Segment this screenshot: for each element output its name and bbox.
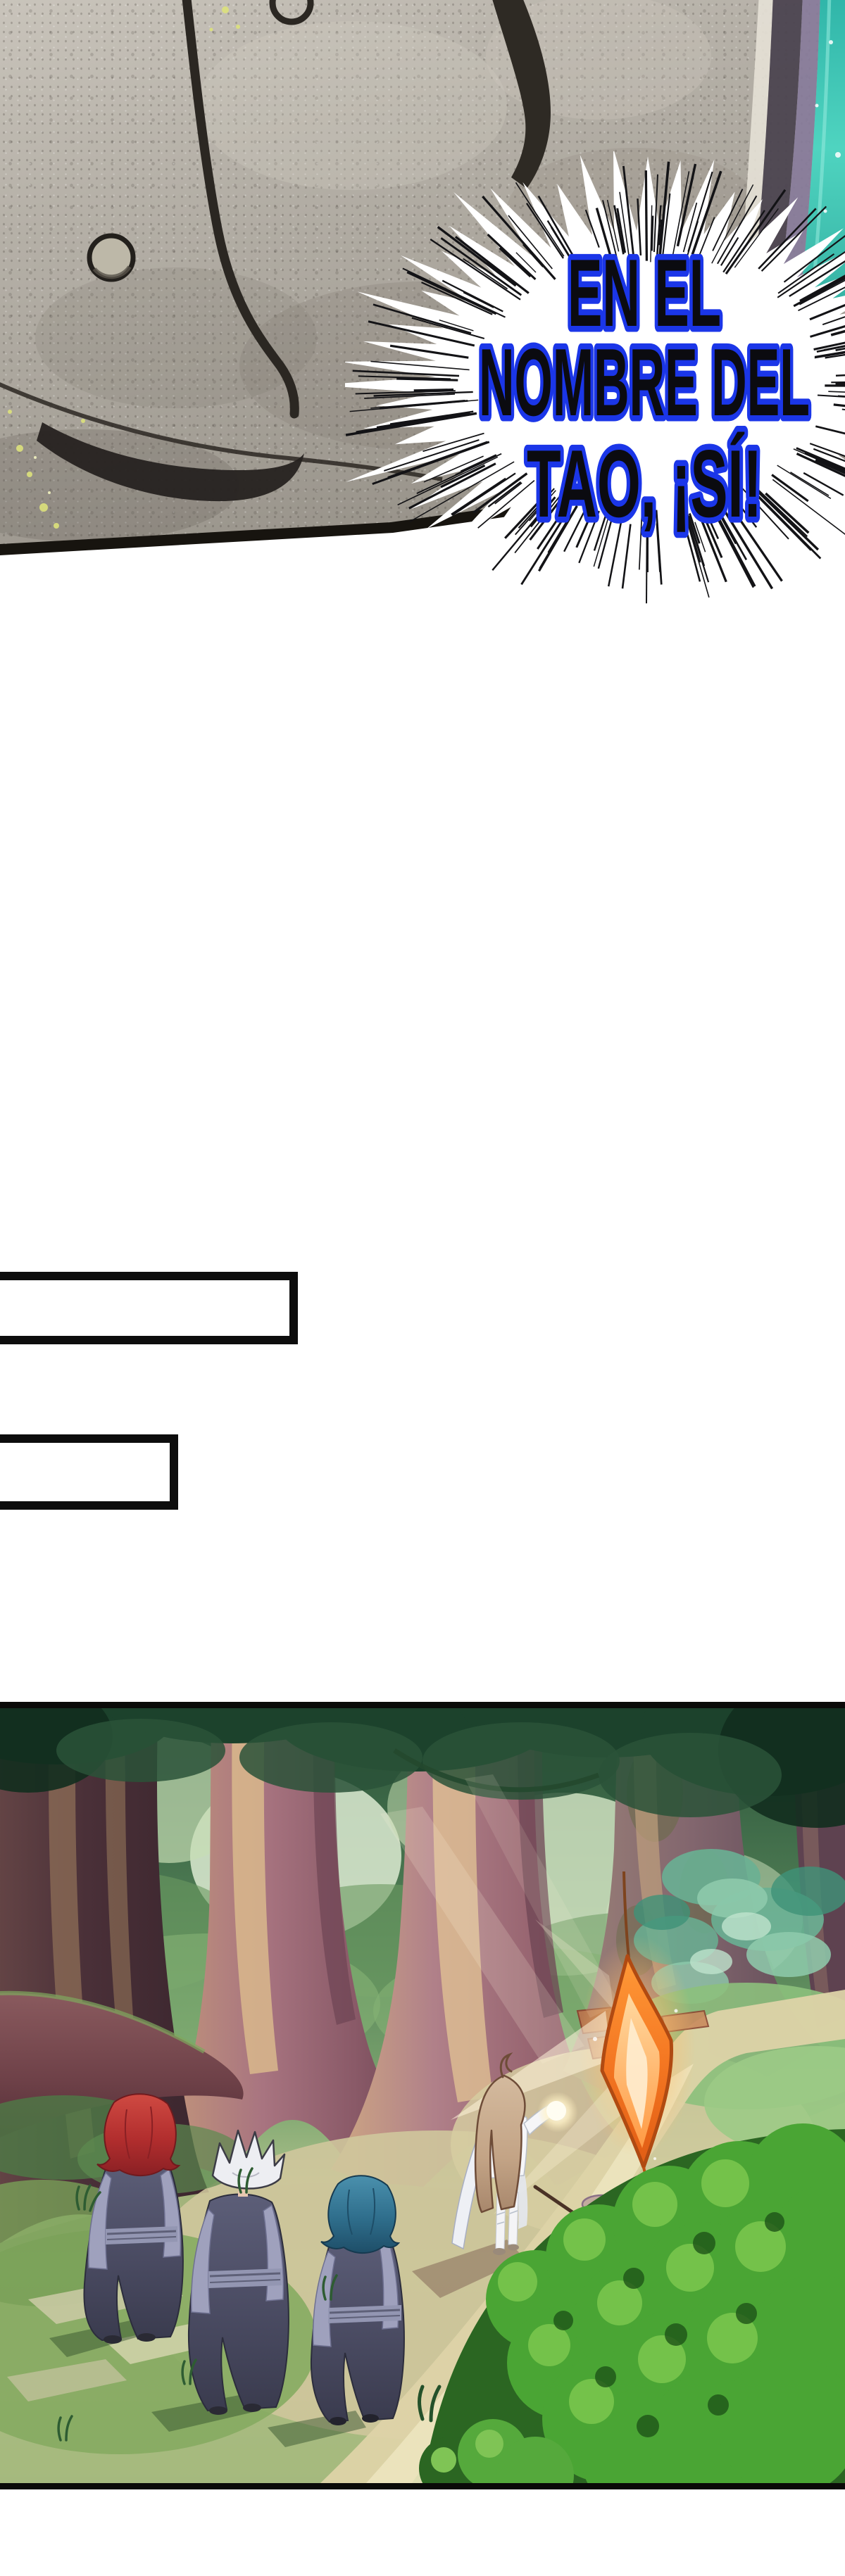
bush-large (423, 2123, 845, 2483)
hanging-vine (393, 1748, 600, 1793)
burst-core-ellipse (439, 236, 845, 534)
speech-line-2: NOMBRE DEL (479, 329, 810, 436)
red-hair (96, 2093, 181, 2177)
yinyang-rim-right (489, 0, 551, 189)
yinyang-dark-swirl (37, 422, 304, 502)
character-blue-hair (310, 2175, 405, 2425)
speech-burst-bubble: EN EL NOMBRE DEL TAO, ¡SÍ! (316, 148, 845, 616)
tablet-edge-glow (738, 0, 845, 303)
character-red-hair (83, 2093, 184, 2344)
burst-spikes (345, 161, 845, 604)
yinyang-dot-eye (87, 233, 136, 282)
white-spiky-hair (211, 2129, 286, 2190)
teal-leaves (634, 1849, 845, 2004)
sparkles (8, 6, 240, 529)
forest-artwork (0, 1708, 845, 2483)
canopy-foliage (0, 1708, 845, 1828)
caption-box-empty-1 (0, 1272, 298, 1344)
blue-hair (320, 2175, 401, 2254)
speech-text: EN EL NOMBRE DEL TAO, ¡SÍ! (473, 234, 816, 543)
blonde-hair (474, 2074, 526, 2214)
yinyang-ring-eye (269, 0, 314, 25)
grass-tufts (57, 2167, 442, 2442)
yinyang-dot-shadow (92, 265, 132, 279)
character-white-hair (187, 2129, 289, 2415)
yinyang-s-curve (180, 0, 299, 419)
speech-line-3: TAO, ¡SÍ! (527, 430, 762, 537)
bush-small (419, 2419, 574, 2483)
caption-box-empty-2 (0, 1434, 178, 1510)
speech-line-1: EN EL (568, 239, 721, 346)
character-blonde (412, 2052, 586, 2298)
panel-forest (0, 1702, 845, 2489)
